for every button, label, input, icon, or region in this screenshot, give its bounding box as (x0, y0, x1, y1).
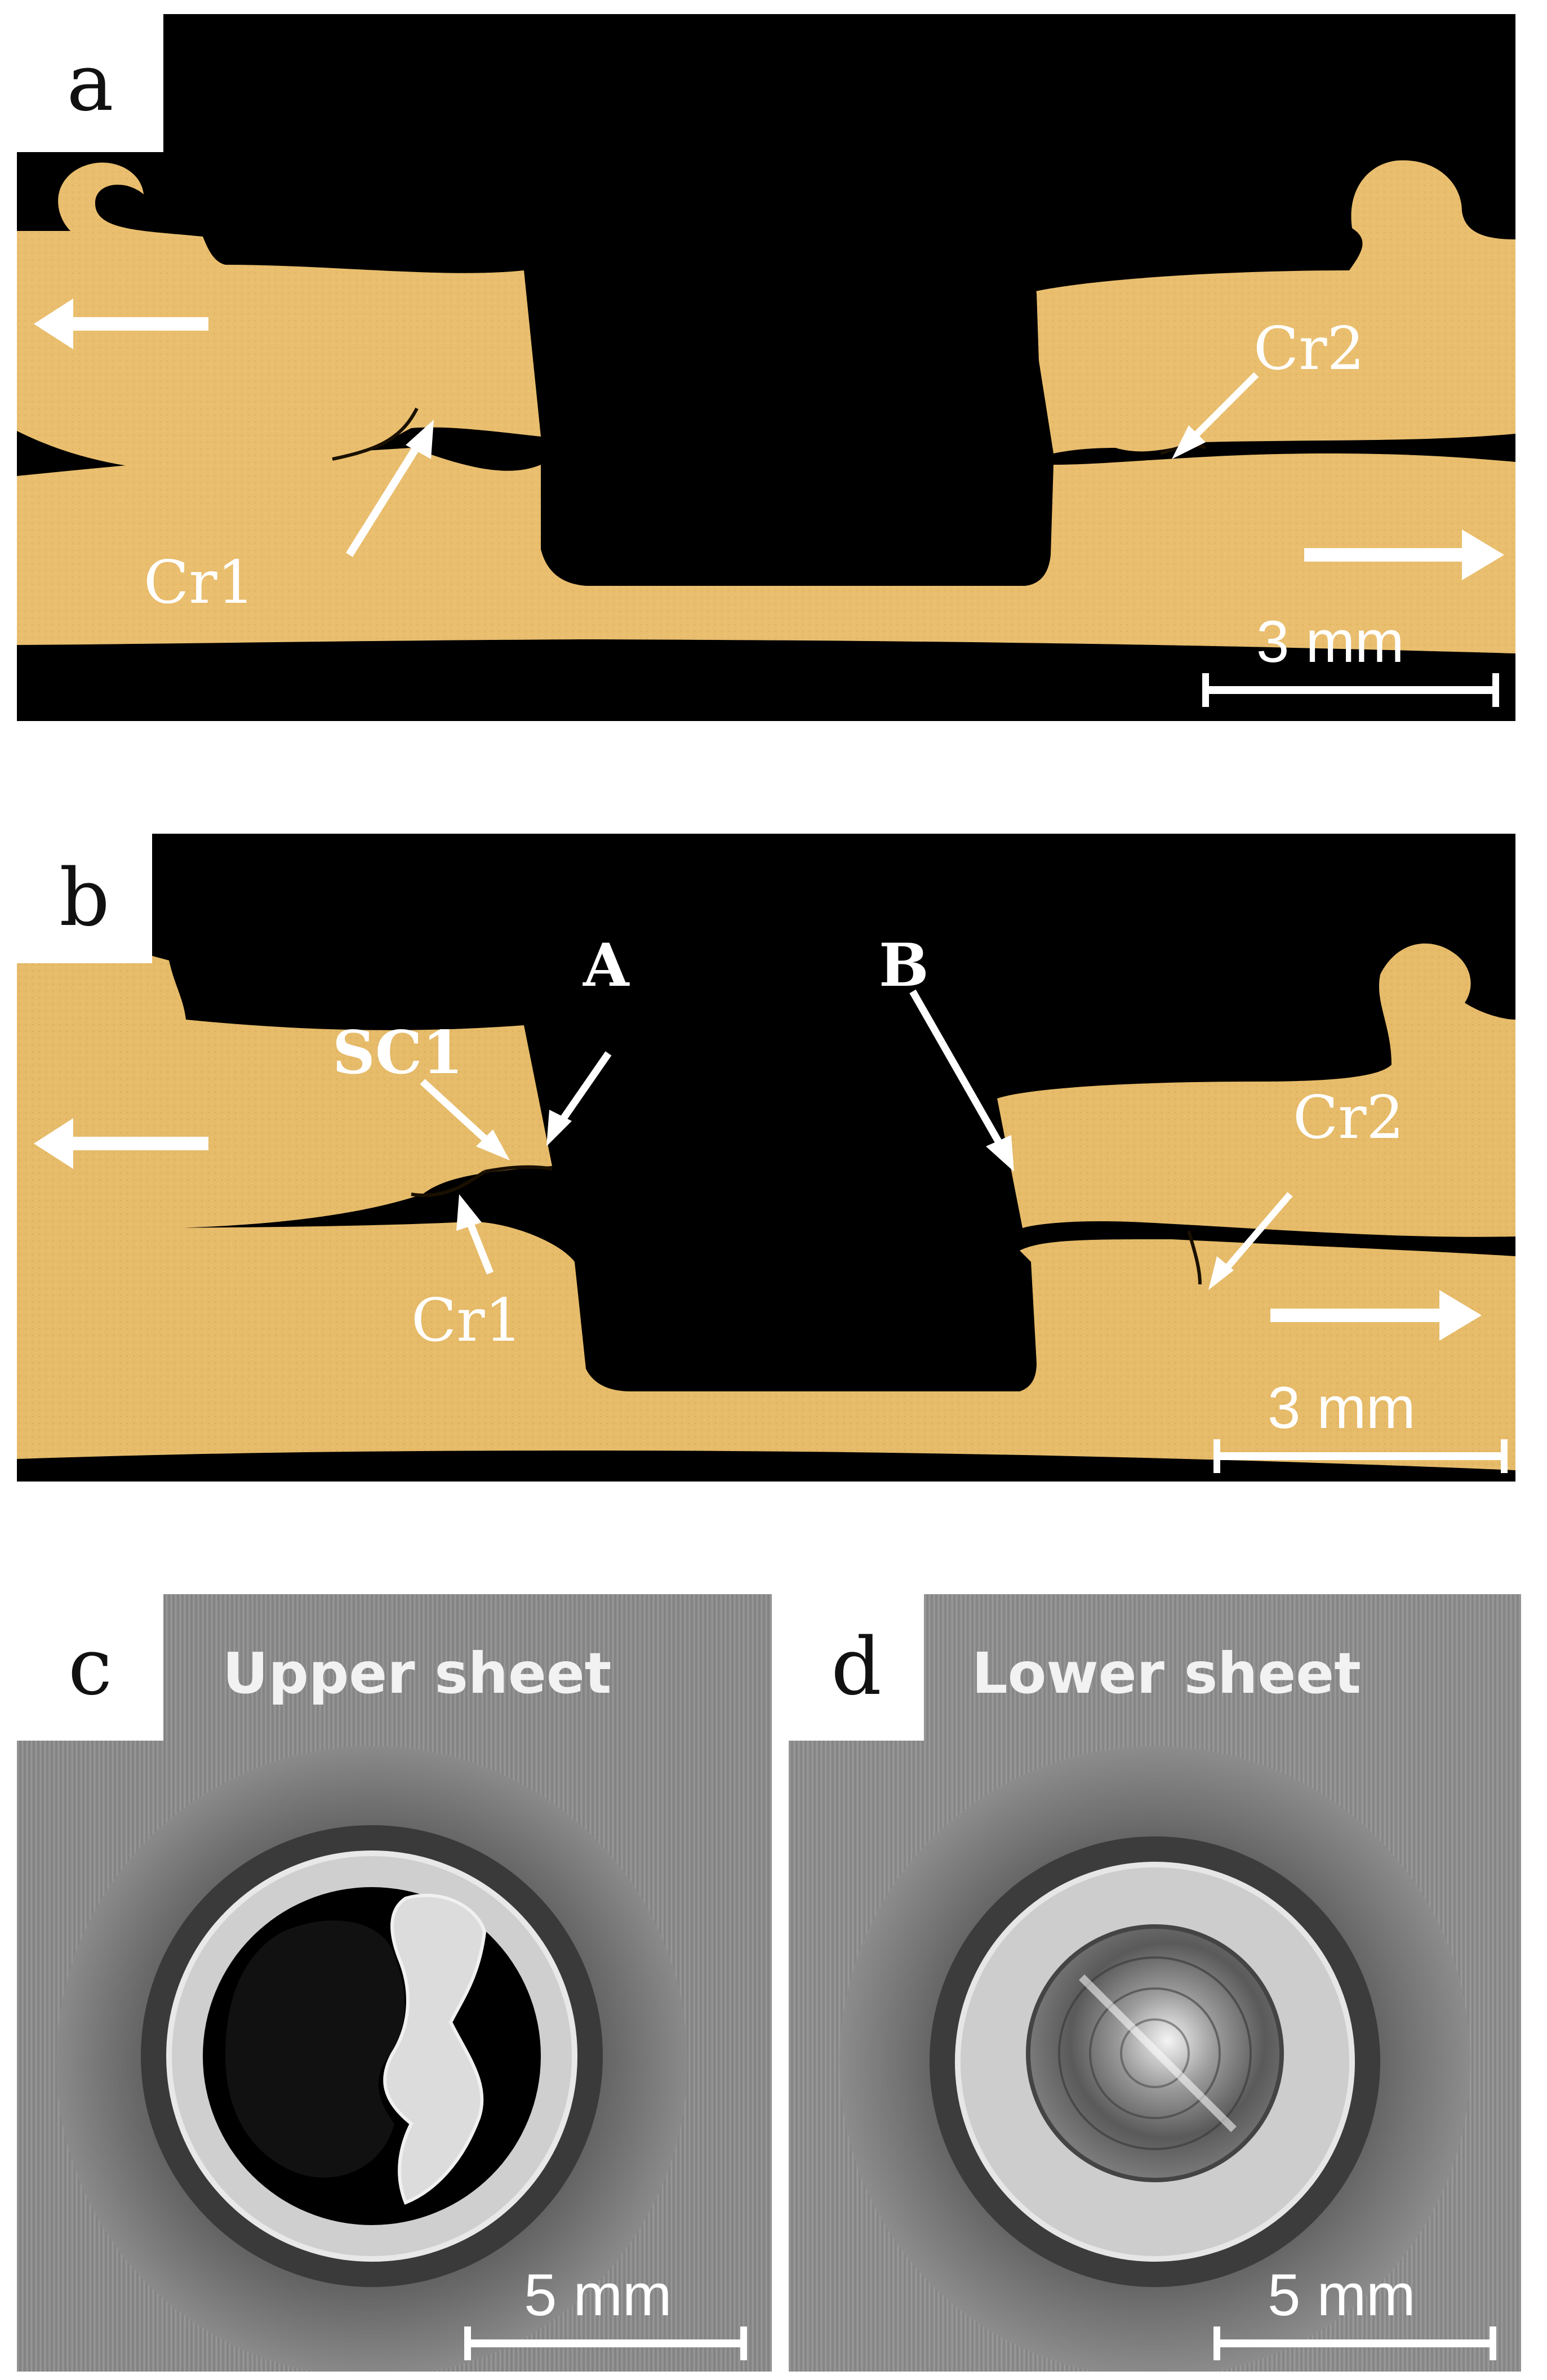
scale-bar-b (1213, 1439, 1508, 1473)
panel-b: SC1 A B Cr1 Cr2 3 mm b (17, 834, 1515, 1482)
bore-highlight-streak (1079, 1974, 1237, 2132)
scale-bar-d-label: 5 mm (1268, 2262, 1416, 2328)
lower-sheet-section (17, 448, 1515, 653)
arrow-right-direction (1304, 530, 1504, 580)
arrow-left-direction (34, 299, 208, 349)
panel-b-cross-section: SC1 A B Cr1 Cr2 3 mm (17, 834, 1515, 1482)
label-cr1: Cr1 (411, 1286, 522, 1355)
pointer-cr1 (456, 1194, 494, 1275)
lower-sheet-section (17, 1221, 1515, 1470)
panel-d: 5 mm Lower sheet d (789, 1594, 1521, 2372)
label-a: A (583, 930, 630, 1000)
scale-bar-b-label: 3 mm (1268, 1375, 1416, 1441)
crack-sc1 (484, 1165, 553, 1173)
upper-sheet-left (17, 162, 541, 472)
hole-crescent (225, 1920, 405, 2178)
pointer-cr2 (1208, 1192, 1293, 1290)
panel-label-c: c (17, 1594, 163, 1741)
pointer-a (546, 1051, 612, 1146)
arrow-left-direction (34, 1118, 208, 1169)
label-sc1: SC1 (332, 1017, 463, 1087)
arrow-right-direction (1270, 1290, 1482, 1341)
scale-bar-d (1213, 2326, 1496, 2360)
crack-cr1 (332, 407, 419, 461)
label-b: B (879, 930, 929, 1000)
upper-sheet-right (997, 943, 1515, 1237)
label-cr2: Cr2 (1253, 314, 1364, 383)
panel-label-b: b (17, 834, 152, 963)
crack-cr2 (1187, 1230, 1202, 1285)
fracture-neck-remnant (383, 1893, 487, 2205)
pointer-cr2 (1172, 372, 1259, 459)
label-cr1: Cr1 (144, 548, 255, 617)
bore-circle-3 (1120, 2018, 1190, 2088)
scale-bar-c-label: 5 mm (524, 2262, 672, 2328)
scale-bar-c (464, 2326, 747, 2360)
label-cr2: Cr2 (1293, 1083, 1404, 1152)
scale-bar-a (1202, 673, 1499, 707)
panel-d-photo: 5 mm Lower sheet (789, 1594, 1521, 2372)
pointer-b (909, 989, 1014, 1172)
panel-a-cross-section: Cr1 Cr2 3 mm (17, 14, 1515, 721)
pointer-sc1 (420, 1079, 510, 1160)
panel-c-title: Upper sheet (223, 1640, 611, 1706)
scale-bar-a-label: 3 mm (1256, 609, 1404, 675)
bore-circle-1 (1058, 1956, 1252, 2150)
panel-c: 5 mm Upper sheet c (17, 1594, 772, 2372)
crack-cr1 (411, 1170, 486, 1197)
punch-cavity (541, 251, 1045, 580)
bore-circle-2 (1089, 1987, 1221, 2119)
panel-d-title: Lower sheet (972, 1640, 1361, 1706)
panel-label-d: d (789, 1594, 924, 1741)
punch-cavity (546, 1104, 1031, 1386)
pointer-cr1 (346, 420, 434, 557)
panel-a: Cr1 Cr2 3 mm a (17, 14, 1515, 721)
upper-sheet-right (1028, 160, 1515, 454)
panel-label-a: a (17, 14, 163, 152)
